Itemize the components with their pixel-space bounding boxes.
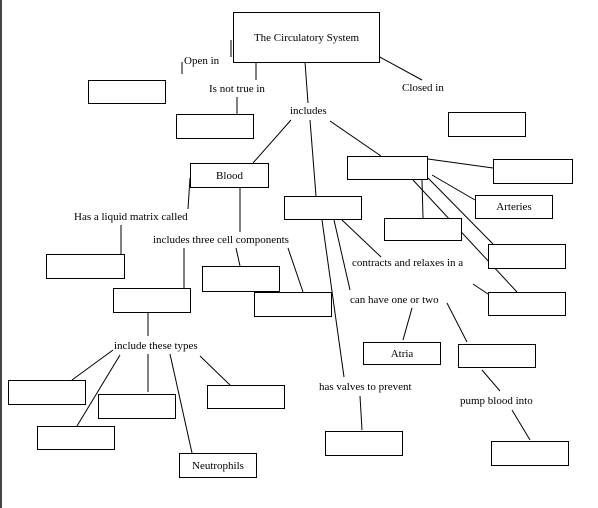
label-three-cell-components: includes three cell components bbox=[153, 234, 289, 246]
label-valves: has valves to prevent bbox=[319, 381, 412, 393]
blank-box-heart[interactable] bbox=[284, 196, 362, 220]
blank-box-open-in[interactable] bbox=[88, 80, 166, 104]
node-blood-text: Blood bbox=[216, 169, 243, 182]
label-pump-blood: pump blood into bbox=[460, 395, 533, 407]
node-arteries: Arteries bbox=[475, 195, 553, 219]
edge-title-includes bbox=[304, 61, 309, 104]
node-arteries-text: Arteries bbox=[496, 201, 532, 213]
label-is-not-true-in: Is not true in bbox=[209, 83, 265, 95]
edge-onetwo-atria bbox=[402, 307, 413, 341]
edge-heart-contracts bbox=[341, 219, 382, 258]
edge-heart-valves bbox=[321, 219, 345, 378]
label-contracts-relaxes: contracts and relaxes in a bbox=[352, 257, 464, 269]
edge-pumpbox-label bbox=[481, 369, 501, 392]
blank-box-component-1[interactable] bbox=[202, 266, 280, 292]
label-open-in: Open in bbox=[184, 55, 220, 67]
blank-box-type-c[interactable] bbox=[98, 394, 176, 419]
edge-types-box-b bbox=[76, 354, 121, 427]
edge-components-box3 bbox=[287, 247, 304, 293]
edge-includes-right bbox=[329, 120, 382, 157]
blank-box-pump-into[interactable] bbox=[491, 441, 569, 466]
edge-contracts-box bbox=[472, 283, 489, 295]
blank-box-vessel-1[interactable] bbox=[493, 159, 573, 184]
edge-pump-box bbox=[511, 409, 531, 441]
blank-box-vessel-3[interactable] bbox=[488, 244, 566, 269]
edge-vessel-box2 bbox=[421, 179, 424, 219]
edge-valves-box bbox=[359, 395, 363, 431]
node-neutrophils: Neutrophils bbox=[179, 453, 257, 478]
node-neutrophils-text: Neutrophils bbox=[192, 459, 244, 472]
blank-box-closed-in[interactable] bbox=[448, 112, 526, 137]
node-atria-text: Atria bbox=[390, 347, 414, 360]
blank-box-chamber[interactable] bbox=[458, 344, 536, 368]
blank-box-vessels[interactable] bbox=[347, 156, 428, 180]
title-box: The Circulatory System bbox=[233, 12, 380, 63]
edge-includes-center bbox=[309, 119, 317, 197]
edge-blood-matrix bbox=[187, 177, 191, 210]
label-closed-in: Closed in bbox=[402, 82, 444, 94]
edge-vessel-arteries bbox=[431, 174, 476, 201]
node-atria: Atria bbox=[363, 342, 441, 365]
edge-title-closed bbox=[377, 55, 423, 81]
blank-box-type-d[interactable] bbox=[207, 385, 285, 409]
label-include-types: include these types bbox=[114, 340, 198, 352]
edge-onetwo-box bbox=[446, 302, 468, 343]
edge-vessel-box4 bbox=[412, 179, 518, 293]
blank-box-component-3[interactable] bbox=[254, 292, 332, 317]
edge-vessel-box3 bbox=[427, 177, 494, 245]
blank-box-vessel-2[interactable] bbox=[384, 218, 462, 241]
blank-box-not-true-in[interactable] bbox=[176, 114, 254, 139]
blank-box-liquid-matrix[interactable] bbox=[46, 254, 125, 279]
label-have-one-or-two: can have one or two bbox=[350, 294, 439, 306]
blank-box-type-b[interactable] bbox=[37, 426, 115, 450]
blank-box-vessel-4[interactable] bbox=[488, 292, 566, 316]
edge-types-neutrophils bbox=[169, 353, 193, 454]
edge-types-box-d bbox=[199, 355, 231, 386]
blank-box-valves[interactable] bbox=[325, 431, 403, 456]
page-left-border bbox=[0, 0, 2, 508]
edge-components-box2 bbox=[235, 247, 241, 267]
title-text: The Circulatory System bbox=[253, 31, 360, 44]
label-includes: includes bbox=[290, 105, 327, 117]
node-blood: Blood bbox=[190, 163, 269, 188]
edge-heart-onetwo bbox=[333, 219, 351, 291]
edge-vessel-box1 bbox=[427, 158, 494, 169]
label-liquid-matrix: Has a liquid matrix called bbox=[74, 211, 188, 223]
blank-box-type-a[interactable] bbox=[8, 380, 86, 405]
edge-types-box-a bbox=[71, 349, 114, 381]
blank-box-component-2[interactable] bbox=[113, 288, 191, 313]
edge-includes-blood bbox=[252, 119, 292, 164]
